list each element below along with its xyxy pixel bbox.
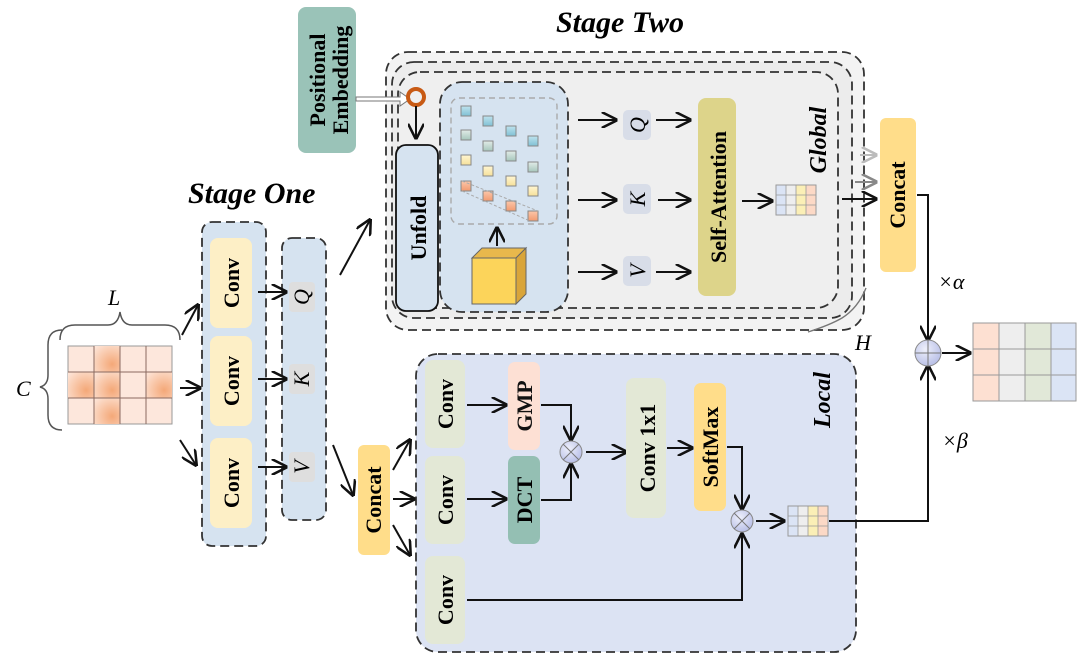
- conv1x1-label: Conv 1x1: [635, 404, 660, 493]
- stage-one-qkv-group: Q K V: [281, 237, 327, 521]
- arrow-local-to-sum: [829, 366, 928, 522]
- length-brace: [59, 311, 181, 341]
- local-concat-block: [358, 445, 390, 555]
- arrow-conv3-to-multiply: [467, 534, 742, 601]
- arrow-input-to-conv-v: [179, 439, 196, 465]
- beta-label: ×β: [942, 428, 968, 453]
- arrow-softmax-to-multiply: [727, 446, 742, 509]
- k-label: K: [289, 370, 314, 387]
- softmax-label: SoftMax: [698, 407, 723, 488]
- local-conv-block-3: [425, 556, 465, 644]
- v-label: V: [289, 458, 314, 474]
- local-conv-label-2: Conv: [433, 475, 458, 525]
- positional-embedding-label-1: Positional: [305, 34, 330, 127]
- pos-emb-arrow: [355, 91, 411, 107]
- channel-label: C: [16, 376, 31, 401]
- channel-brace: [39, 329, 63, 431]
- attention-output-matrix: [775, 184, 817, 216]
- conv-block-v: [210, 438, 252, 528]
- output-feature-map: [972, 322, 1077, 402]
- local-conv-label-1: Conv: [433, 379, 458, 429]
- local-output-matrix: [787, 505, 829, 537]
- global-k-label: K: [625, 190, 650, 207]
- dct-block: [508, 456, 540, 544]
- stage-one-title: Stage One: [188, 177, 316, 210]
- gmp-block: [508, 362, 540, 450]
- global-concat-label: Concat: [885, 161, 910, 229]
- conv-block-k: [210, 336, 252, 426]
- alpha-label: ×α: [938, 269, 965, 294]
- stage-one-conv-group: Conv Conv Conv: [201, 221, 267, 547]
- arrow-gmp-to-multiply: [541, 404, 571, 440]
- token-squares: [460, 105, 539, 222]
- dct-label: DCT: [512, 476, 537, 523]
- local-conv-block-1: [425, 360, 465, 448]
- multiply-icon-2: [730, 509, 754, 533]
- sum-icon: [914, 339, 942, 367]
- local-concat-label: Concat: [361, 466, 386, 534]
- positional-embedding-label-2: Embedding: [328, 26, 353, 135]
- arrow-dct-to-multiply: [541, 464, 571, 501]
- stage-two-title: Stage Two: [556, 6, 684, 39]
- length-label: L: [107, 285, 120, 310]
- conv1x1-block: [626, 378, 666, 518]
- global-v-label: V: [625, 262, 650, 278]
- unfold-label: Unfold: [406, 196, 431, 261]
- local-conv-label-3: Conv: [433, 575, 458, 625]
- self-attention-label: Self-Attention: [706, 131, 731, 263]
- q-label: Q: [289, 289, 314, 305]
- arrow-input-to-conv-q: [181, 305, 198, 336]
- global-q-label: Q: [625, 117, 650, 133]
- token-grid: [450, 97, 558, 225]
- arrow-concat-to-conv1: [392, 440, 410, 471]
- token-diagonal-lines: [461, 180, 539, 222]
- self-attention-block: [698, 98, 736, 296]
- softmax-block: [694, 383, 726, 511]
- heads-label: H: [854, 330, 872, 355]
- local-conv-block-2: [425, 456, 465, 544]
- local-label: Local: [810, 372, 836, 429]
- positional-embedding-block: [298, 7, 356, 153]
- cube-icon: [470, 246, 528, 306]
- unfold-block: [395, 144, 439, 312]
- arrow-v-to-concat: [332, 444, 353, 495]
- gmp-label: GMP: [512, 380, 537, 431]
- heads-brace: [807, 287, 867, 333]
- input-feature-map: [67, 345, 173, 425]
- conv-label-v: Conv: [219, 458, 244, 508]
- global-label: Global: [806, 106, 832, 173]
- global-concat-block: [880, 118, 916, 272]
- arrow-q-to-stage-two: [339, 220, 370, 276]
- multiply-icon-1: [559, 440, 583, 464]
- conv-label-q: Conv: [219, 258, 244, 308]
- conv-label-k: Conv: [219, 356, 244, 406]
- add-ring-icon: [406, 87, 426, 107]
- conv-block-q: [210, 238, 252, 328]
- arrow-concat-to-conv3: [392, 524, 410, 555]
- arrow-global-to-sum: [917, 194, 928, 340]
